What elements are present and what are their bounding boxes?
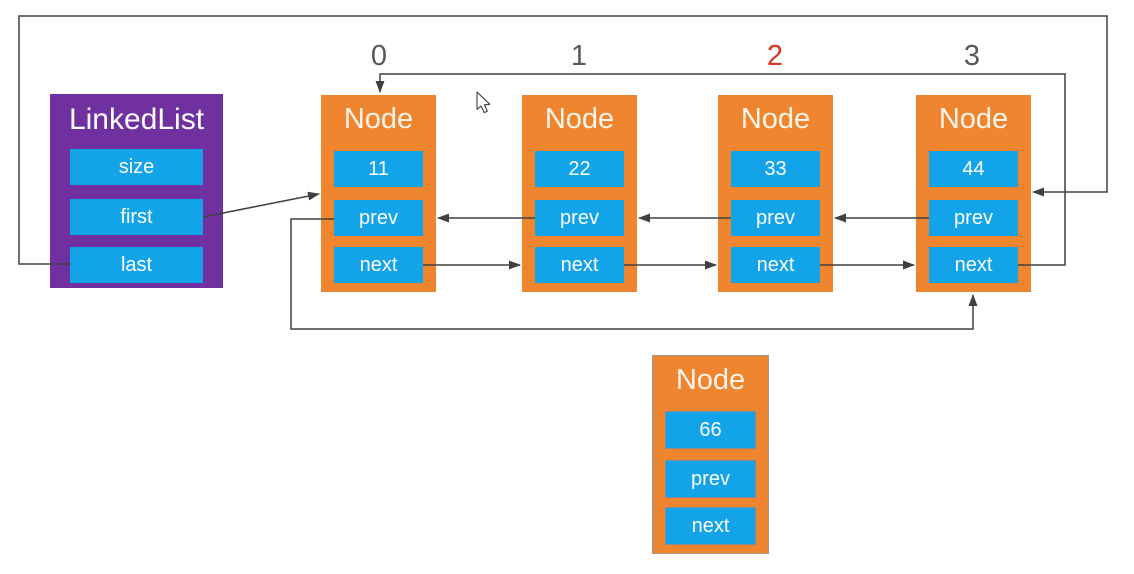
node-title: Node xyxy=(938,103,1009,135)
linkedlist-title: LinkedList xyxy=(68,103,205,136)
node-prev-field: prev xyxy=(731,200,820,236)
node-3: Node 44 prev next xyxy=(916,95,1031,292)
node-title: Node xyxy=(740,103,811,135)
node-title: Node xyxy=(343,103,414,135)
node-next-field: next xyxy=(535,247,624,283)
node-value: 33 xyxy=(731,151,820,187)
node-value: 66 xyxy=(665,411,756,449)
node-prev-field: prev xyxy=(665,460,756,498)
node-next-field: next xyxy=(665,507,756,545)
node-title: Node xyxy=(544,103,615,135)
linkedlist-field-first: first xyxy=(70,199,203,235)
mouse-cursor-icon xyxy=(476,91,491,114)
linkedlist-box: LinkedList size first last xyxy=(50,94,223,288)
node-value: 11 xyxy=(334,151,423,187)
linkedlist-field-size: size xyxy=(70,149,203,185)
node-next-field: next xyxy=(929,247,1018,283)
node-1: Node 22 prev next xyxy=(522,95,637,292)
node-0: Node 11 prev next xyxy=(321,95,436,292)
node-prev-field: prev xyxy=(334,200,423,236)
node-value: 44 xyxy=(929,151,1018,187)
node-title: Node xyxy=(675,364,746,396)
node-detached-66: Node 66 prev next xyxy=(652,355,769,554)
index-label-0: 0 xyxy=(370,40,388,72)
index-label-2-highlighted: 2 xyxy=(766,40,784,72)
index-label-1: 1 xyxy=(570,40,588,72)
index-label-3: 3 xyxy=(963,40,981,72)
node-prev-field: prev xyxy=(535,200,624,236)
node-next-field: next xyxy=(731,247,820,283)
node-prev-field: prev xyxy=(929,200,1018,236)
node-next-field: next xyxy=(334,247,423,283)
node-value: 22 xyxy=(535,151,624,187)
linkedlist-field-last: last xyxy=(70,247,203,283)
node-2: Node 33 prev next xyxy=(718,95,833,292)
